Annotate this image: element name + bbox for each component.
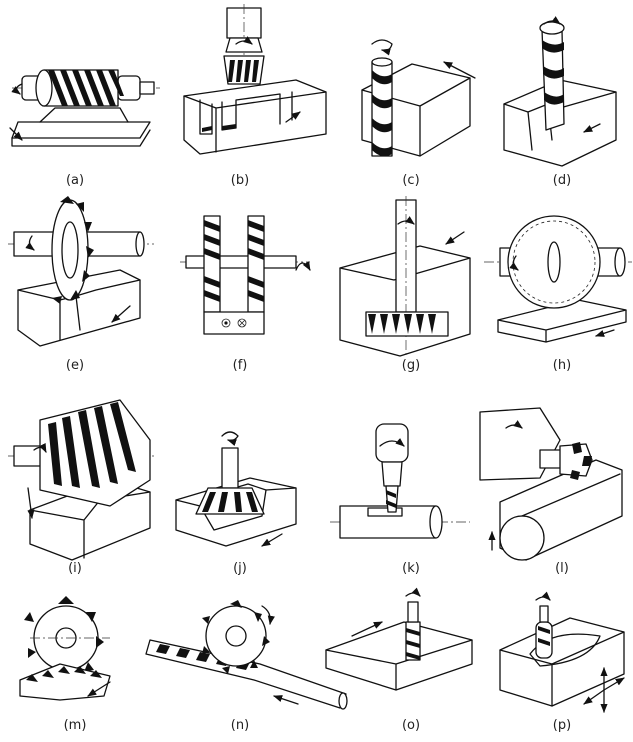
panel-d-slot-end-milling <box>503 16 617 167</box>
panel-k-keyway-milling <box>330 423 470 539</box>
panel-a-slab-milling <box>9 69 160 147</box>
caption-m: (m) <box>63 718 87 733</box>
panel-p-cavity-milling <box>499 591 625 713</box>
caption-l: (l) <box>555 561 569 576</box>
caption-p: (p) <box>552 718 572 733</box>
caption-i: (i) <box>68 561 82 576</box>
panel-c-end-milling-side <box>361 39 476 157</box>
caption-a: (a) <box>65 173 85 188</box>
caption-d: (d) <box>552 173 572 188</box>
caption-j: (j) <box>233 561 247 576</box>
caption-n: (n) <box>230 718 250 733</box>
caption-h: (h) <box>552 358 572 373</box>
caption-f: (f) <box>232 358 248 373</box>
caption-b: (b) <box>230 173 250 188</box>
caption-e: (e) <box>65 358 85 373</box>
panel-g-t-slot-milling <box>339 196 471 357</box>
panel-o-contour-milling <box>325 587 473 691</box>
panel-i-angle-milling <box>8 399 154 561</box>
panel-h-slitting-saw <box>484 215 632 343</box>
caption-g: (g) <box>401 358 421 373</box>
caption-k: (k) <box>402 561 420 576</box>
caption-c: (c) <box>402 173 420 188</box>
caption-o: (o) <box>401 718 421 733</box>
panel-n-helical-groove-milling <box>145 600 348 710</box>
panel-j-dovetail-milling <box>175 431 297 547</box>
panel-b-straddle-milling <box>183 4 327 155</box>
panel-f-gang-milling <box>180 215 311 335</box>
panel-e-side-face-milling <box>8 196 154 347</box>
panel-m-gear-cutting <box>19 596 111 701</box>
panel-l-profile-milling <box>479 407 623 561</box>
